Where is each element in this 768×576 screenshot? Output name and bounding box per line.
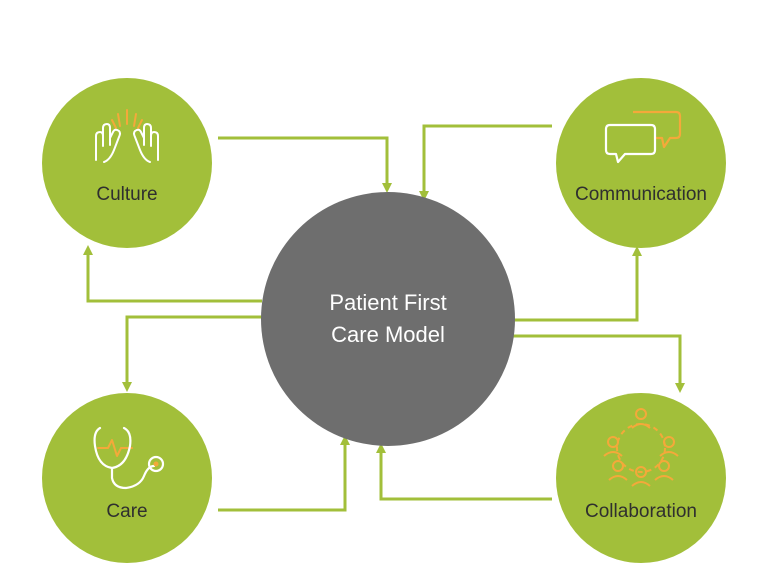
arrow-collaboration-to-center (376, 443, 552, 501)
arrow-culture-to-center (218, 136, 392, 193)
node-culture-label: Culture (96, 184, 158, 205)
node-care (42, 393, 212, 563)
node-culture (42, 78, 212, 248)
arrow-center-to-communication (512, 246, 642, 322)
arrow-communication-to-center (419, 124, 552, 201)
arrow-care-to-center (218, 435, 350, 512)
raised-hands-icon (95, 109, 159, 163)
center-title-line-1: Patient First (329, 290, 447, 315)
node-collaboration-label: Collaboration (585, 501, 697, 522)
center-title: Patient First Care Model (329, 287, 446, 351)
arrow-center-to-care (122, 315, 262, 392)
node-communication-label: Communication (575, 184, 707, 205)
people-circle-icon (603, 408, 679, 487)
center-title-line-2: Care Model (331, 322, 445, 347)
speech-bubbles-icon (604, 110, 682, 164)
node-communication (556, 78, 726, 248)
arrow-center-to-culture (83, 245, 262, 303)
node-care-label: Care (106, 501, 148, 522)
stethoscope-icon (93, 426, 165, 490)
node-center (261, 192, 515, 446)
arrow-center-to-collaboration (512, 334, 685, 393)
